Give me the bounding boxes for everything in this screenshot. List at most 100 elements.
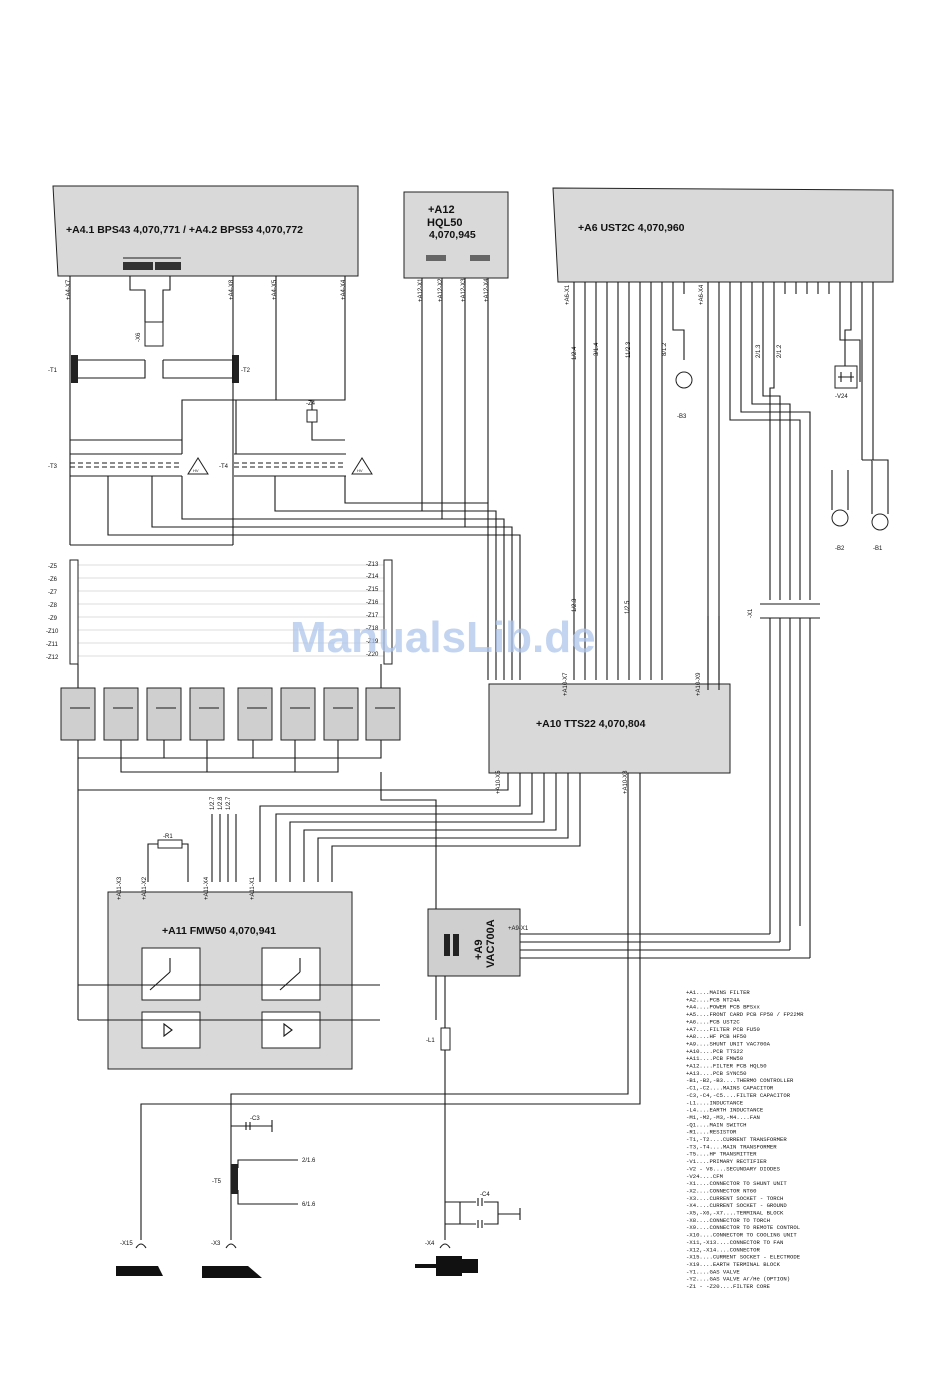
conn-a4-x5: +A4-X5 <box>272 279 278 300</box>
legend-line: -R1....RESISTOR <box>686 1129 737 1136</box>
legend-line: -B1,-B2,-B3....THERMO CONTROLLER <box>686 1077 794 1084</box>
wires-a9-x1 <box>520 933 810 959</box>
legend-line: -Z1 - -Z20....FILTER CORE <box>686 1283 771 1290</box>
label-t5: -T5 <box>212 1179 222 1185</box>
conn-a4-x8: +A4-X8 <box>229 279 235 300</box>
label-z5: -Z5 <box>48 564 58 570</box>
label-z14: -Z14 <box>366 574 379 580</box>
block-a12-ref: +A12 <box>428 204 455 216</box>
shunt-x6: -X6 <box>136 321 164 347</box>
label-c3: -C3 <box>250 1116 260 1122</box>
block-a10-title: +A10 TTS22 4,070,804 <box>536 718 646 730</box>
block-a10: +A10 TTS22 4,070,804 <box>488 683 731 774</box>
socket-x15: -X15 <box>116 1241 163 1276</box>
legend-line: -T3,-T4....MAIN TRANSFORMER <box>686 1143 777 1150</box>
z-labels-right: -Z13 -Z14 -Z15 -Z16 -Z17 -Z18 -Z19 -Z20 <box>366 562 379 658</box>
transformer-t1: -T1 <box>48 355 78 383</box>
legend-line: -C3,-C4,-C5....FILTER CAPACITOR <box>686 1092 791 1099</box>
legend-line: -X5,-X6,-X7....TERMINAL BLOCK <box>686 1210 784 1217</box>
label-z11: -Z11 <box>46 642 59 648</box>
label-b2: -B2 <box>835 546 845 552</box>
legend-line: -Y1....GAS VALVE <box>686 1268 740 1275</box>
block-a11-title: +A11 FMW50 4,070,941 <box>162 925 276 937</box>
svg-text:HV: HV <box>193 468 199 473</box>
legend-line: -M1,-M2,-M3,-M4....FAN <box>686 1114 760 1121</box>
conn-a12-x3: +A12-X3 <box>461 278 467 302</box>
legend-line: -X11,-X13....CONNECTOR TO FAN <box>686 1239 783 1246</box>
capacitor-c4: -C4 <box>445 1192 521 1228</box>
legend-line: +A13....PCB SYNC50 <box>686 1070 747 1077</box>
ref-1-2-7b: 1/2.7 <box>226 796 232 810</box>
legend-line: +A10....PCB TTS22 <box>686 1048 743 1055</box>
legend-line: +A5....FRONT CARD PCB FP50 / FP22MR <box>686 1011 804 1018</box>
legend-line: -X2....CONNECTOR NT60 <box>686 1187 757 1194</box>
socket-x4: -X4 <box>415 1241 478 1276</box>
legend-line: -X8....CONNECTOR TO TORCH <box>686 1217 770 1224</box>
legend-line: -Y2....GAS VALVE Ar/He (OPTION) <box>686 1276 790 1283</box>
conn-a12-x4: +A12-X4 <box>484 278 490 302</box>
wires-x9 <box>707 616 720 690</box>
legend-line: -X19....EARTH TERMINAL BLOCK <box>686 1261 781 1268</box>
label-t4: -T4 <box>219 464 229 470</box>
block-a9-ref: +A9 <box>473 940 485 961</box>
terminal-x1: -X1 <box>748 603 820 958</box>
block-a6: +A6 UST2C 4,070,960 <box>552 187 894 283</box>
conn-a10-x5: +A10-X5 <box>496 770 502 794</box>
label-v24: -V24 <box>835 394 848 400</box>
thermo-b1: -B1 <box>862 459 889 552</box>
ref-3-1-4: 3/1.4 <box>594 342 600 356</box>
ref-1-2-8: 1/2.8 <box>218 796 224 810</box>
label-z15: -Z15 <box>366 587 379 593</box>
svg-text:HV: HV <box>357 468 363 473</box>
label-x6: -X6 <box>136 332 142 342</box>
ref-11-2-3: 11/2.3 <box>626 341 632 358</box>
conn-a11-x3: +A11-X3 <box>117 876 123 900</box>
block-a11: +A11 FMW50 4,070,941 <box>78 891 380 1070</box>
conn-a10-x9: +A10-X9 <box>696 672 702 696</box>
label-z20: -Z20 <box>366 652 379 658</box>
label-t1: -T1 <box>48 368 58 374</box>
ref-1-2-7a: 1/2.7 <box>210 796 216 810</box>
label-z9: -Z9 <box>48 616 58 622</box>
wires-a6-a10 <box>573 294 874 680</box>
legend-line: -T1,-T2....CURRENT TRANSFORMER <box>686 1136 787 1143</box>
label-z10: -Z10 <box>46 629 59 635</box>
resistor-r1: -R1 <box>147 834 189 882</box>
legend-line: +A8....HF PCB HF50 <box>686 1033 747 1040</box>
label-b3: -B3 <box>677 414 687 420</box>
conn-a10-x7: +A10-X7 <box>563 672 569 696</box>
main-transformer-t4: -T4 HV <box>219 453 373 477</box>
component-legend: +A1....MAINS FILTER+A2....PCB NT24A+A4..… <box>686 989 804 1290</box>
label-t3: -T3 <box>48 464 58 470</box>
conn-a12-x2: +A12-X2 <box>438 278 444 302</box>
conn-a4-x7: +A4-X7 <box>66 279 72 300</box>
label-l1: -L1 <box>426 1038 435 1044</box>
block-a9: +A9 VAC700A <box>427 908 521 977</box>
socket-x3: -X3 <box>202 1241 262 1278</box>
main-transformer-t3: -T3 HV <box>48 453 209 477</box>
thermo-b2: -B2 <box>831 470 849 552</box>
label-x15: -X15 <box>120 1241 133 1247</box>
label-x1: -X1 <box>748 608 754 618</box>
legend-line: -X1....CONNECTOR TO SHUNT UNIT <box>686 1180 787 1187</box>
wires-a4-area <box>69 276 521 680</box>
legend-line: -V2 - V8....SECUNDARY DIODES <box>686 1165 781 1172</box>
ref-1-2-3: 1/2.3 <box>572 598 578 612</box>
legend-line: +A9....SHUNT UNIT VAC700A <box>686 1040 771 1047</box>
label-t2: -T2 <box>241 368 251 374</box>
conn-a11-x1: +A11-X1 <box>250 876 256 900</box>
label-c4: -C4 <box>480 1192 490 1198</box>
legend-line: +A12....FILTER PCB HQL50 <box>686 1063 767 1070</box>
legend-line: -X4....CURRENT SOCKET - GROUND <box>686 1202 787 1209</box>
legend-line: +A6....PCB UST2C <box>686 1018 740 1025</box>
label-z19: -Z19 <box>366 639 379 645</box>
legend-line: +A7....FILTER PCB FU50 <box>686 1026 760 1033</box>
ref-1-2-5: 1/2.5 <box>625 600 631 614</box>
cfm-v24: -V24 <box>834 365 858 400</box>
diode-modules <box>60 664 437 1020</box>
label-z13: -Z13 <box>366 562 379 568</box>
label-z8: -Z8 <box>48 603 58 609</box>
a6-pin-stubs <box>573 282 874 294</box>
conn-a11-x2: +A11-X2 <box>142 876 148 900</box>
